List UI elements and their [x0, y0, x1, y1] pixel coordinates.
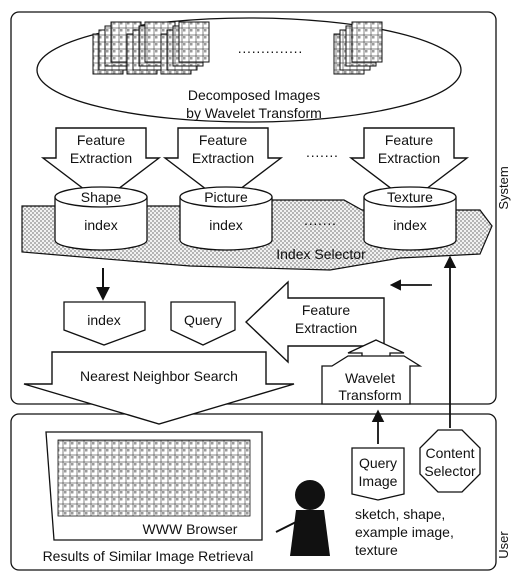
svg-text:Nearest Neighbor Search: Nearest Neighbor Search — [80, 368, 238, 384]
svg-text:Feature: Feature — [385, 132, 433, 148]
input-description-1: sketch, shape, — [355, 506, 445, 522]
feature-extraction-left-arrow: Feature Extraction — [244, 280, 385, 364]
system-label: System — [496, 166, 511, 209]
system-frame — [10, 11, 497, 405]
input-description-2: example image, — [355, 524, 454, 540]
svg-text:Image: Image — [359, 473, 398, 489]
svg-text:Selector: Selector — [424, 463, 476, 479]
user-label: User — [496, 531, 511, 559]
svg-text:Extraction: Extraction — [378, 150, 440, 166]
decomposed-images-ellipse — [36, 17, 462, 123]
svg-text:index: index — [393, 217, 426, 233]
picture-index-cylinder: Picture index — [179, 186, 273, 251]
svg-text:Query: Query — [359, 455, 397, 471]
index-box: index — [63, 301, 146, 346]
top-ellipsis: ·············· — [237, 43, 302, 59]
content-selector-octagon: Content Selector — [419, 429, 481, 493]
feature-extraction-arrow-shape: Feature Extraction — [40, 127, 162, 203]
svg-text:Content: Content — [425, 445, 474, 461]
svg-text:Feature: Feature — [77, 132, 125, 148]
wavelet-transform-arrow: Wavelet Transform — [321, 339, 423, 405]
nearest-neighbor-search-arrow: Nearest Neighbor Search — [23, 351, 295, 425]
svg-text:Extraction: Extraction — [295, 320, 357, 336]
svg-text:Extraction: Extraction — [192, 150, 254, 166]
svg-text:Transform: Transform — [338, 387, 401, 403]
svg-text:Shape: Shape — [81, 189, 122, 205]
svg-text:index: index — [209, 217, 242, 233]
svg-text:index: index — [84, 217, 117, 233]
svg-text:Picture: Picture — [204, 189, 248, 205]
user-figure — [275, 480, 330, 556]
image-stack-4 — [333, 21, 383, 75]
feature-ellipsis: ······· — [306, 147, 339, 163]
shape-index-cylinder: Shape index — [54, 186, 148, 251]
www-browser: WWW Browser — [45, 431, 263, 541]
svg-text:Texture: Texture — [387, 189, 433, 205]
query-box: Query — [170, 301, 236, 346]
decomposed-images-label-1: Decomposed Images — [188, 87, 320, 103]
svg-text:Query: Query — [184, 312, 222, 328]
feature-extraction-arrow-picture: Feature Extraction — [162, 127, 284, 203]
texture-index-cylinder: Texture index — [363, 186, 457, 251]
index-ellipsis: ······· — [304, 215, 337, 231]
svg-text:Extraction: Extraction — [70, 150, 132, 166]
results-label: Results of Similar Image Retrieval — [43, 548, 254, 564]
decomposed-images-label-2: by Wavelet Transform — [186, 105, 322, 121]
svg-text:Feature: Feature — [302, 302, 350, 318]
index-selector-label: Index Selector — [276, 246, 366, 262]
input-description-3: texture — [355, 542, 398, 558]
svg-text:Feature: Feature — [199, 132, 247, 148]
image-stack-3 — [160, 21, 210, 75]
svg-text:index: index — [87, 312, 120, 328]
query-image-box: Query Image — [351, 447, 405, 501]
image-stack-1 — [92, 21, 142, 75]
user-frame — [10, 413, 497, 571]
svg-text:Wavelet: Wavelet — [345, 370, 395, 386]
feature-extraction-arrow-texture: Feature Extraction — [348, 127, 470, 203]
svg-text:WWW Browser: WWW Browser — [143, 521, 238, 537]
